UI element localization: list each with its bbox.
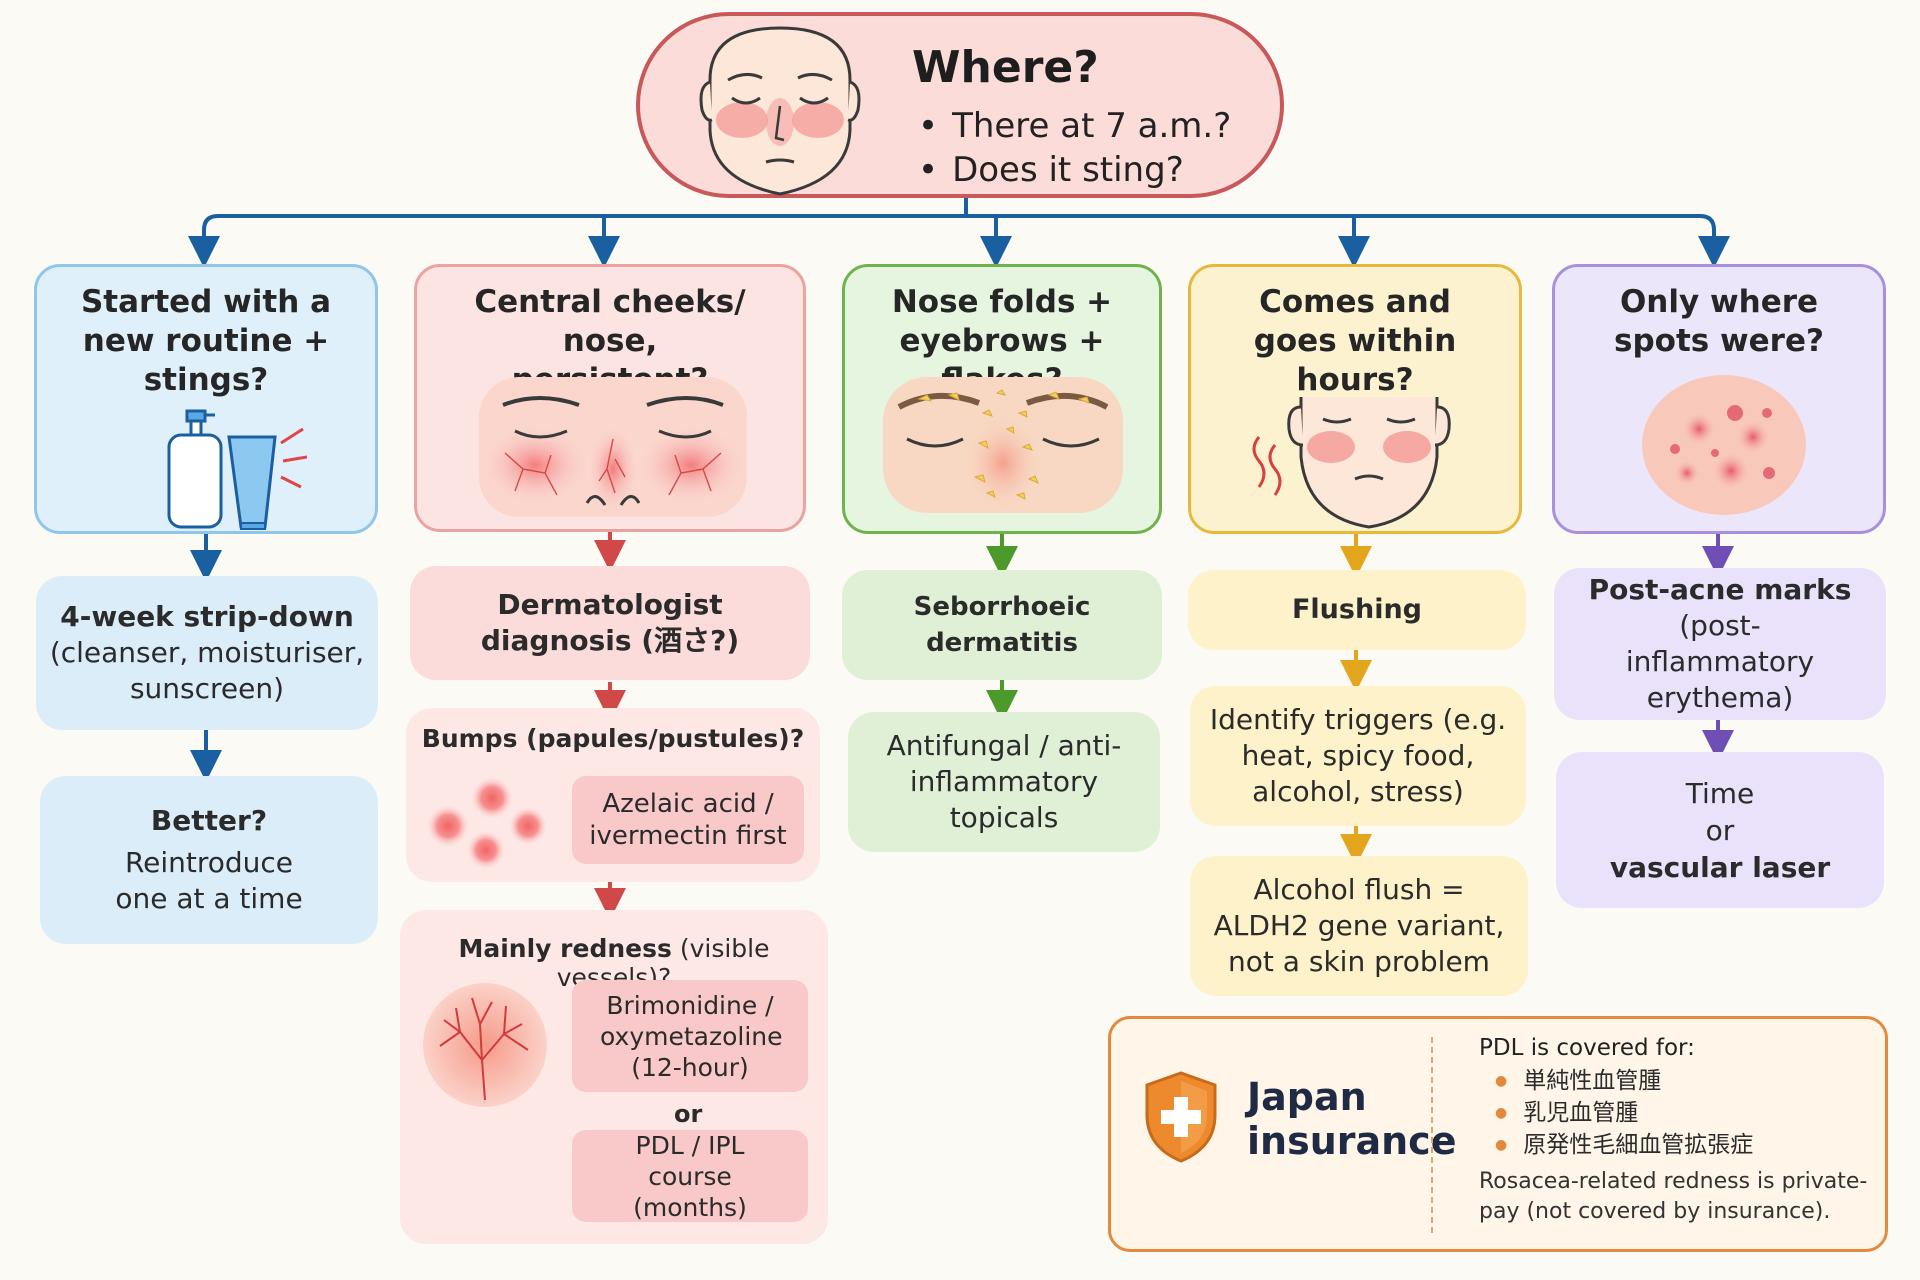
skincare-bottles-icon [167,409,307,530]
flaky-eyebrows-face-icon [883,377,1123,513]
time-laser-box: Time or vascular laser [1556,752,1884,908]
insurance-label-text: Japan insurance [1247,1075,1457,1163]
flush-question: Comes and goes within hours? [1253,284,1457,398]
top-bullet: There at 7 a.m.? [918,104,1231,148]
shield-plus-icon [1145,1071,1217,1163]
top-bullet: Does it sting? [918,148,1231,192]
better-box: Better? Reintroduce one at a time [40,776,378,944]
post-acne-box: Post-acne marks (post-inflammatory eryth… [1554,568,1886,720]
routine-question: Started with a new routine + stings? [80,284,332,398]
pustules-icon [426,776,548,870]
bumps-title: Bumps (papules/pustules)? [421,724,805,753]
post-acne-detail: (post-inflammatory erythema) [1625,609,1815,714]
insurance-label: Japan insurance [1247,1075,1457,1163]
seb-treatment-box: Antifungal / anti-inflammatory topicals [848,712,1160,852]
alcohol-flush-box: Alcohol flush = ALDH2 gene variant, not … [1190,856,1528,996]
time-or: or [1705,813,1735,847]
visible-vessels-icon [423,983,547,1107]
acne-question: Only where spots were? [1614,284,1824,359]
covered-item: 単純性血管腫 [1495,1067,1753,1099]
seb-question-box: Nose folds + eyebrows + flakes? [842,264,1162,534]
private-pay-note: Rosacea-related redness is private-pay (… [1479,1169,1868,1224]
trunk-line [188,198,968,268]
redness-title-bold: Mainly redness [458,934,672,963]
insurance-box: Japan insurance PDL is covered for: 単純性血… [1108,1016,1888,1252]
azelaic-treatment: Azelaic acid / ivermectin first [589,789,787,851]
face-icon [699,26,861,196]
brimonidine-treatment-box: Brimonidine / oxymetazoline (12-hour) [572,980,808,1092]
top-question-box: Where? There at 7 a.m.? Does it sting? [636,12,1284,198]
seb-diagnosis: Seborrhoeic dermatitis [913,592,1091,658]
dermatologist-diagnosis: Dermatologist diagnosis (酒さ?) [480,588,740,657]
routine-question-box: Started with a new routine + stings? [34,264,378,534]
insurance-divider [1431,1037,1433,1233]
top-bullets: There at 7 a.m.? Does it sting? [918,104,1231,192]
seb-treatment: Antifungal / anti-inflammatory topicals [886,729,1122,834]
flushing-box: Flushing [1188,570,1526,650]
brimonidine-treatment: Brimonidine / oxymetazoline (12-hour) [600,990,783,1082]
strip-down-detail: (cleanser, moisturiser, sunscreen) [49,636,365,705]
acne-question-box: Only where spots were? [1552,264,1886,534]
time-option: Time [1685,776,1755,810]
post-acne-skin-icon [1642,375,1806,515]
top-title: Where? [912,42,1099,93]
flushing-face-icon [1252,397,1451,529]
pdl-ipl-treatment-box: PDL / IPL course (months) [572,1130,808,1222]
strip-down-box: 4-week strip-down (cleanser, moisturiser… [36,576,378,730]
covered-item: 乳児血管腫 [1495,1099,1753,1131]
triggers: Identify triggers (e.g. heat, spicy food… [1209,703,1507,808]
better-title: Better? [150,804,268,837]
post-acne-title: Post-acne marks [1588,573,1852,606]
alcohol-flush: Alcohol flush = ALDH2 gene variant, not … [1213,873,1505,978]
covered-item: 原発性毛細血管拡張症 [1495,1131,1753,1163]
strip-down-title: 4-week strip-down [60,600,354,633]
pdl-ipl-treatment: PDL / IPL course (months) [633,1130,747,1222]
azelaic-treatment-box: Azelaic acid / ivermectin first [572,776,804,864]
redness-or: or [674,1100,703,1128]
better-detail: Reintroduce one at a time [115,846,303,915]
redness-panel: Mainly redness (visible vessels)? Brimon… [400,910,828,1244]
covered-list: 単純性血管腫 乳児血管腫 原発性毛細血管拡張症 [1495,1067,1753,1163]
vascular-laser-option: vascular laser [1609,850,1831,884]
red-cheeks-face-icon [475,377,751,517]
flushing-diagnosis: Flushing [1291,594,1423,625]
dermatologist-diagnosis-box: Dermatologist diagnosis (酒さ?) [410,566,810,680]
triggers-box: Identify triggers (e.g. heat, spicy food… [1190,686,1526,826]
seb-diagnosis-box: Seborrhoeic dermatitis [842,570,1162,680]
flush-question-box: Comes and goes within hours? [1188,264,1522,534]
central-question-box: Central cheeks/ nose, persistent? [414,264,806,532]
bumps-panel: Bumps (papules/pustules)? Azelaic acid /… [406,708,820,882]
pdl-covered-title: PDL is covered for: [1479,1035,1695,1061]
